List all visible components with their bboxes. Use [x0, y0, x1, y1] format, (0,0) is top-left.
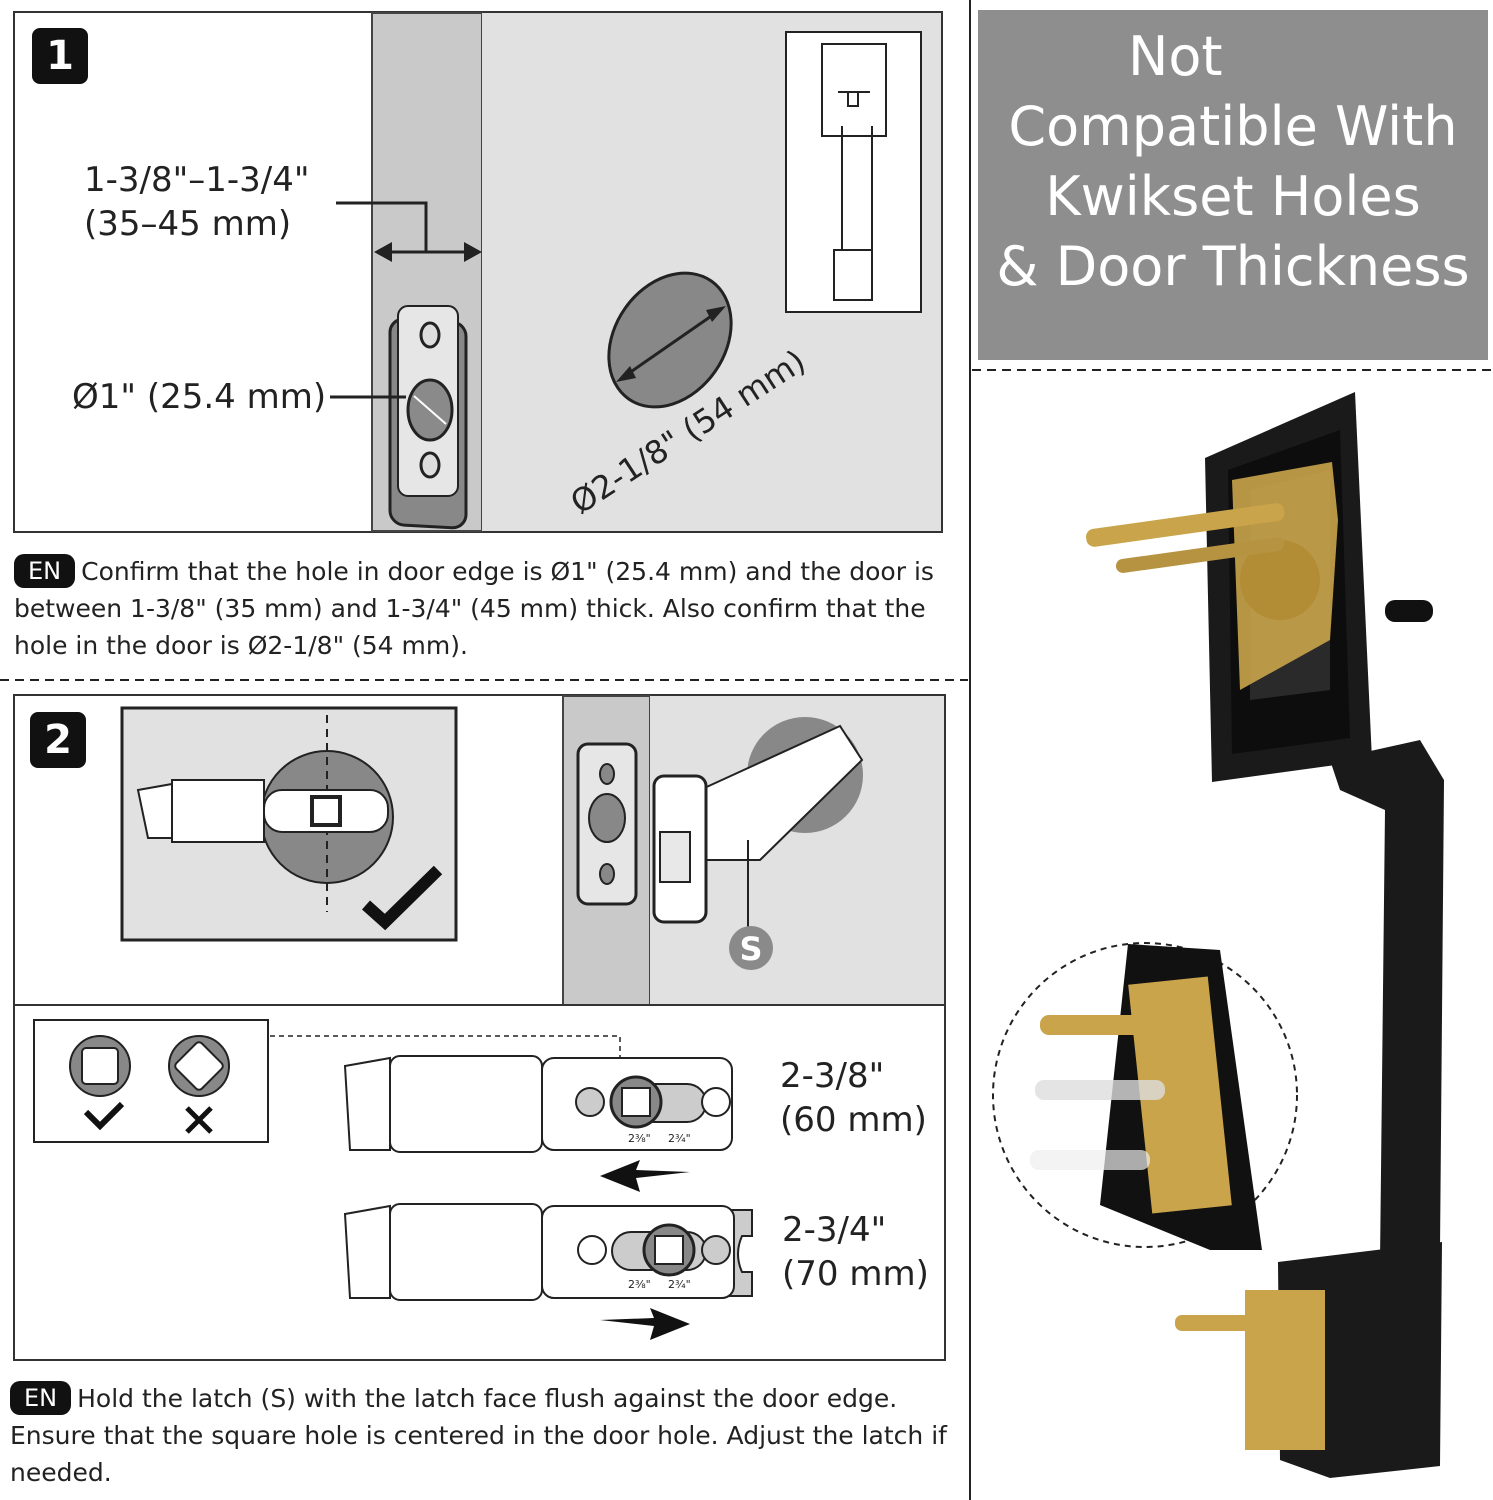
square-spindle-correct — [81, 1047, 119, 1085]
instruction-text: Hold the latch (S) with the latch face f… — [10, 1384, 947, 1487]
latch-tick-label: 2⅜" — [628, 1132, 651, 1145]
edge-latch-plate — [388, 305, 468, 530]
latch-tick-label: 2¾" — [668, 1132, 691, 1145]
handleset-inset — [785, 31, 922, 313]
latch-tick-label: 2⅜" — [628, 1278, 651, 1291]
latch-70mm — [343, 1203, 753, 1340]
x-icon — [185, 1106, 213, 1134]
warning-line-4: & Door Thickness — [996, 235, 1470, 298]
handleset-photo — [992, 392, 1444, 1478]
latch-marker-s: S — [739, 930, 762, 968]
warning-line-1: Not — [1128, 25, 1223, 88]
latch-60mm — [343, 1055, 733, 1192]
language-badge: EN — [14, 554, 76, 588]
step2-number: 2 — [30, 712, 86, 768]
compatibility-warning: Not Compatible With Kwikset Holes & Door… — [978, 10, 1488, 360]
checkmark-icon — [361, 865, 443, 931]
backset-short-label: 2-3/8" — [780, 1056, 885, 1096]
edge-hole-label: Ø1" (25.4 mm) — [72, 377, 327, 417]
step1-number: 1 — [32, 28, 88, 84]
door-thickness-mm: (35–45 mm) — [84, 204, 292, 244]
arrow-left-icon — [600, 1160, 690, 1192]
step2-diagram: S 2⅜" 2¾" — [13, 694, 946, 1361]
latch-tick-label: 2¾" — [668, 1278, 691, 1291]
instruction-text: Confirm that the hole in door edge is Ø1… — [14, 557, 934, 660]
warning-line-3: Kwikset Holes — [1045, 165, 1421, 228]
backset-long-mm: (70 mm) — [782, 1254, 929, 1294]
warning-line-2: Compatible With — [1008, 95, 1458, 158]
square-spindle-wrong — [174, 1041, 224, 1091]
step1-diagram: Ø2-1/8" (54 mm) — [13, 11, 943, 533]
language-badge: EN — [10, 1381, 72, 1415]
door-thickness-label: 1-3/8"–1-3/4" — [84, 160, 310, 200]
backset-long-label: 2-3/4" — [782, 1210, 887, 1250]
check-icon — [83, 1101, 125, 1131]
face-hole — [607, 271, 733, 409]
backset-short-mm: (60 mm) — [780, 1100, 927, 1140]
arrow-right-icon — [600, 1308, 690, 1340]
